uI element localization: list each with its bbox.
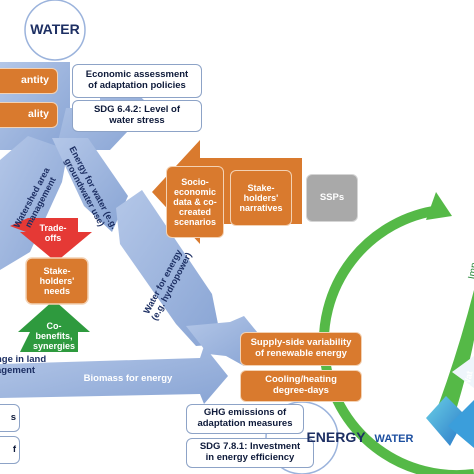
quality-box: ality [0, 102, 58, 128]
watershed-arrow [0, 136, 68, 270]
economic-assessment-box: Economic assessment of adaptation polici… [72, 64, 202, 98]
bottom-left-box-2: f [0, 436, 20, 464]
biomass-arrow [0, 346, 228, 404]
cooling-heating-box: Cooling/heating degree-days [240, 370, 362, 402]
water-node-circle [24, 0, 86, 61]
stakeholder-needs-label: Stake- holders' needs [39, 265, 75, 297]
biomass-label: Biomass for energy [83, 372, 173, 384]
co-benefits-arrow [18, 300, 90, 352]
stakeholder-narratives-box: Stake- holders' narratives [230, 170, 292, 226]
energy-for-water-arrow [52, 138, 128, 232]
right-inner-arrow [432, 290, 474, 430]
ghg-emissions-box: GHG emissions of adaptation measures [186, 404, 304, 434]
energy-node-label: ENERGY [306, 429, 366, 446]
water-for-energy-arrow [116, 190, 222, 346]
change-in-land-label: nge in land agement [0, 354, 47, 376]
co-benefits-label: Co- benefits, synergies [32, 320, 76, 352]
ssps-box: SSPs [306, 174, 358, 222]
right-water-shape [448, 400, 474, 448]
trade-offs-label: Trade- offs [39, 222, 67, 243]
stakeholder-needs-box [25, 257, 89, 305]
right-water-drop [426, 396, 466, 446]
bottom-left-box-1: s [0, 404, 20, 432]
right-cycle-arrowhead [426, 192, 452, 220]
water-node-label: WATER [30, 21, 80, 38]
sdg-642-box: SDG 6.4.2: Level of water stress [72, 100, 202, 132]
socio-economic-box: Socio- economic data & co- created scena… [166, 166, 224, 238]
supply-side-box: Supply-side variability of renewable ene… [240, 332, 362, 366]
quantity-box: antity [0, 68, 58, 94]
sdg-781-box: SDG 7.8.1: Investment in energy efficien… [186, 438, 314, 468]
trade-offs-arrow [10, 218, 92, 262]
right-water-label: WATER [374, 432, 414, 445]
right-highlight [452, 356, 474, 388]
